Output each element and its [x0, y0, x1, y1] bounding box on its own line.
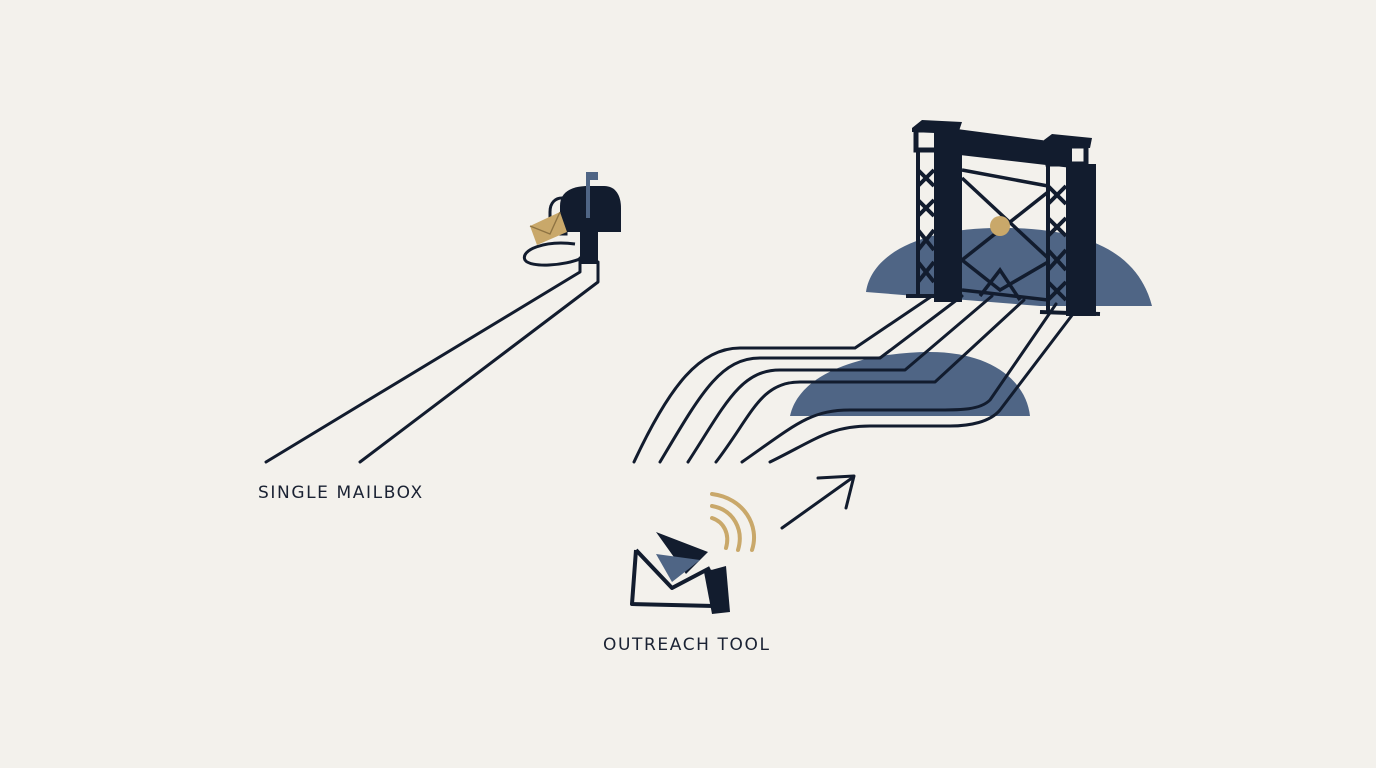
- single-mailbox-group: [264, 172, 621, 464]
- signal-waves-icon: [710, 492, 756, 552]
- wire-line: [658, 294, 964, 464]
- mailbox-icon: [522, 172, 621, 267]
- mailbox-road-line: [358, 260, 600, 464]
- outreach-tool-label: OUTREACH TOOL: [603, 635, 771, 655]
- envelope-icon: [630, 532, 730, 614]
- tower-hub-dot: [990, 216, 1010, 236]
- envelope-icon: [529, 211, 567, 245]
- arrow-up-right-icon: [780, 474, 856, 530]
- mailbox-road-line: [264, 256, 582, 464]
- hill-shape: [790, 352, 1030, 416]
- tower-group: [632, 120, 1152, 464]
- single-mailbox-label: SINGLE MAILBOX: [258, 483, 424, 503]
- wire-bundle: [632, 294, 1078, 464]
- wire-line: [714, 298, 1026, 464]
- wire-line: [768, 308, 1078, 464]
- wire-line: [632, 294, 934, 464]
- tower-gantry-icon: [906, 120, 1101, 316]
- wire-line: [686, 294, 994, 464]
- outreach-tool-group: [630, 474, 856, 614]
- wire-line: [740, 302, 1058, 464]
